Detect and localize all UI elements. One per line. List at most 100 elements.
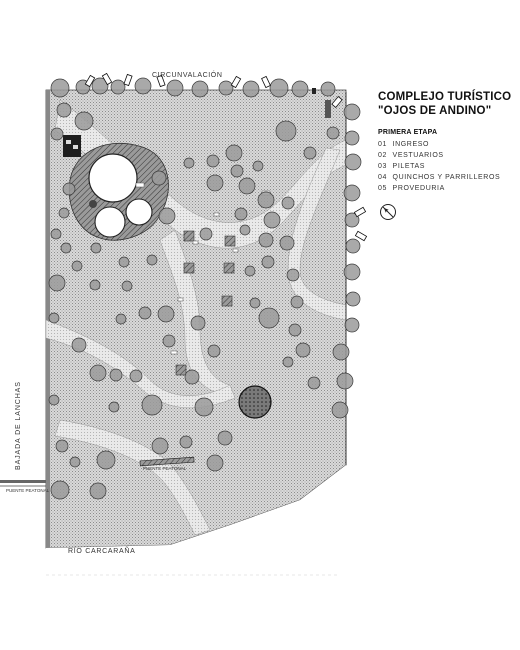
- tree-icon: [91, 77, 109, 95]
- river-label: RÍO CARCARAÑA: [68, 546, 135, 555]
- tree-icon: [238, 177, 256, 195]
- tree-icon: [151, 170, 167, 186]
- tree-icon: [194, 397, 214, 417]
- tree-icon: [115, 313, 127, 325]
- tree-icon: [344, 317, 360, 333]
- tree-icon: [281, 196, 295, 210]
- legend: 01 INGRESO 02 VESTUARIOS 03 PILETAS 04 Q…: [378, 139, 518, 194]
- tree-icon: [343, 263, 361, 281]
- tree-icon: [48, 274, 66, 292]
- tree-icon: [258, 307, 280, 329]
- tree-icon: [158, 207, 176, 225]
- car-icon: [353, 206, 367, 218]
- tree-icon: [141, 394, 163, 416]
- tree-icon: [263, 211, 281, 229]
- tree-icon: [218, 80, 234, 96]
- tree-icon: [326, 126, 340, 140]
- tree-icon: [157, 305, 175, 323]
- legend-text: QUINCHOS Y PARRILLEROS: [392, 174, 501, 181]
- legend-item: 04 QUINCHOS Y PARRILLEROS: [378, 172, 518, 183]
- boat-ramp: [0, 480, 46, 483]
- side-gate: [325, 100, 331, 118]
- tree-icon: [344, 212, 360, 228]
- title-block: COMPLEJO TURÍSTICO "OJOS DE ANDINO" PRIM…: [378, 90, 518, 194]
- tree-icon: [286, 268, 300, 282]
- side-gate-mark: [312, 88, 316, 94]
- trees: [48, 77, 362, 500]
- tree-icon: [146, 254, 158, 266]
- tree-icon: [138, 306, 152, 320]
- tree-icon: [244, 265, 256, 277]
- car-icon: [123, 73, 133, 87]
- legend-number: 01: [378, 141, 387, 148]
- tree-icon: [50, 480, 70, 500]
- tree-icon: [345, 291, 361, 307]
- tree-icon: [242, 80, 260, 98]
- tree-icon: [288, 323, 302, 337]
- stage-label: PRIMERA ETAPA: [378, 129, 438, 136]
- tree-icon: [69, 456, 81, 468]
- tree-icon: [291, 80, 309, 98]
- car-icon: [156, 74, 166, 88]
- tree-icon: [252, 160, 264, 172]
- tree-icon: [320, 81, 336, 97]
- legend-text: INGRESO: [392, 141, 430, 148]
- tree-icon: [279, 235, 295, 251]
- tree-icon: [74, 111, 94, 131]
- tree-icon: [230, 164, 244, 178]
- tree-icon: [151, 437, 169, 455]
- tree-icon: [234, 207, 248, 221]
- tree-icon: [184, 369, 200, 385]
- tree-icon: [166, 79, 184, 97]
- tree-icon: [290, 295, 304, 309]
- legend-item: 05 PROVEDURIA: [378, 183, 518, 194]
- tree-icon: [344, 130, 360, 146]
- tree-icon: [134, 77, 152, 95]
- car-icon: [331, 95, 343, 109]
- tree-icon: [331, 401, 349, 419]
- quinchos: [175, 230, 236, 376]
- pool-complex: [68, 142, 169, 241]
- parked-cars: [84, 72, 368, 242]
- north-arrow-icon: [380, 204, 396, 220]
- tree-icon: [71, 260, 83, 272]
- tree-icon: [258, 232, 274, 248]
- tree-icon: [217, 430, 233, 446]
- tree-icon: [118, 256, 130, 268]
- car-icon: [84, 74, 96, 88]
- legend-item: 01 INGRESO: [378, 139, 518, 150]
- tree-icon: [110, 79, 126, 95]
- tree-icon: [50, 127, 64, 141]
- tree-icon: [225, 144, 243, 162]
- footbridge-left-label: PUENTE PEATONAL: [6, 488, 50, 493]
- footbridge: [139, 456, 195, 467]
- tree-icon: [257, 191, 275, 209]
- tree-icon: [206, 174, 224, 192]
- tree-icon: [96, 450, 116, 470]
- tree-icon: [55, 439, 69, 453]
- legend-number: 05: [378, 185, 387, 192]
- legend-number: 04: [378, 174, 387, 181]
- legend-item: 03 PILETAS: [378, 161, 518, 172]
- legend-number: 02: [378, 152, 387, 159]
- walkways: [45, 99, 347, 536]
- project-subtitle: "OJOS DE ANDINO": [378, 105, 492, 117]
- river-bank-area: [46, 465, 346, 600]
- tree-icon: [345, 238, 361, 254]
- tree-icon: [89, 482, 107, 500]
- tree-icon: [191, 80, 209, 98]
- tree-icon: [343, 184, 361, 202]
- project-title: COMPLEJO TURÍSTICO: [378, 91, 512, 103]
- tree-icon: [48, 312, 60, 324]
- legend-number: 03: [378, 163, 387, 170]
- tree-icon: [199, 227, 213, 241]
- tree-icon: [183, 157, 195, 169]
- footbridge-center-label: PUENTE PEATONAL: [143, 466, 187, 471]
- boat-ramp-label: BAJADA DE LANCHAS: [15, 381, 22, 470]
- car-icon: [230, 75, 242, 89]
- tree-icon: [162, 334, 176, 348]
- tree-icon: [71, 337, 87, 353]
- tree-icon: [129, 369, 143, 383]
- tree-icon: [282, 356, 294, 368]
